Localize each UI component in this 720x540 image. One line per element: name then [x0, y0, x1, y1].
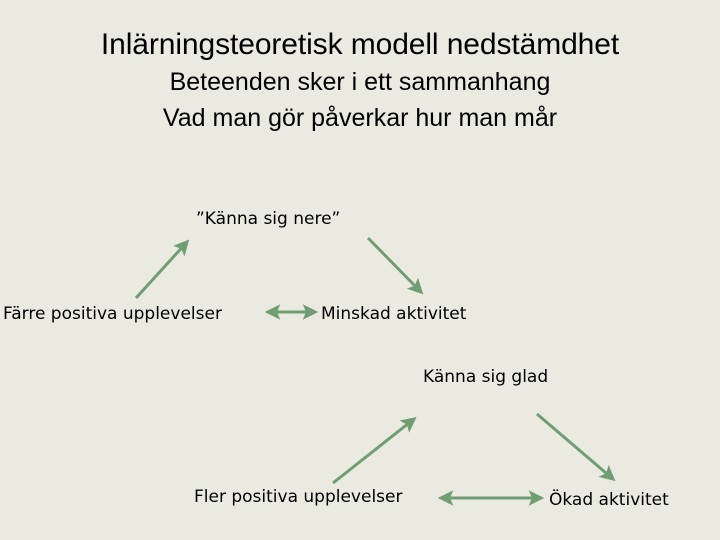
heading-subtitle-2: Vad man gör påverkar hur man mår — [162, 104, 558, 132]
node-label-happy-mood: Känna sig glad — [423, 367, 549, 387]
arrow-fewer-positive-to-low-mood — [134, 239, 190, 300]
node-label-increased-activity: Ökad aktivitet — [549, 490, 669, 510]
heading-title: Inlärningsteoretisk modell nedstämdhet — [100, 28, 620, 61]
arrow-happy-mood-to-increased-activity — [536, 412, 616, 482]
slide-heading: Inlärningsteoretisk modell nedstämdhet B… — [0, 26, 720, 136]
node-label-more-positive-experiences: Fler positiva upplevelser — [194, 487, 403, 507]
arrow-low-mood-to-reduced-activity — [366, 236, 424, 295]
heading-subtitle-1: Beteenden sker i ett sammanhang — [169, 68, 551, 96]
node-label-fewer-positive-experiences: Färre positiva upplevelser — [3, 304, 222, 324]
node-label-depressed-mood: ”Känna sig nere” — [196, 209, 341, 229]
node-label-reduced-activity: Minskad aktivitet — [321, 304, 467, 324]
arrow-more-positive-to-happy-mood — [332, 416, 417, 485]
